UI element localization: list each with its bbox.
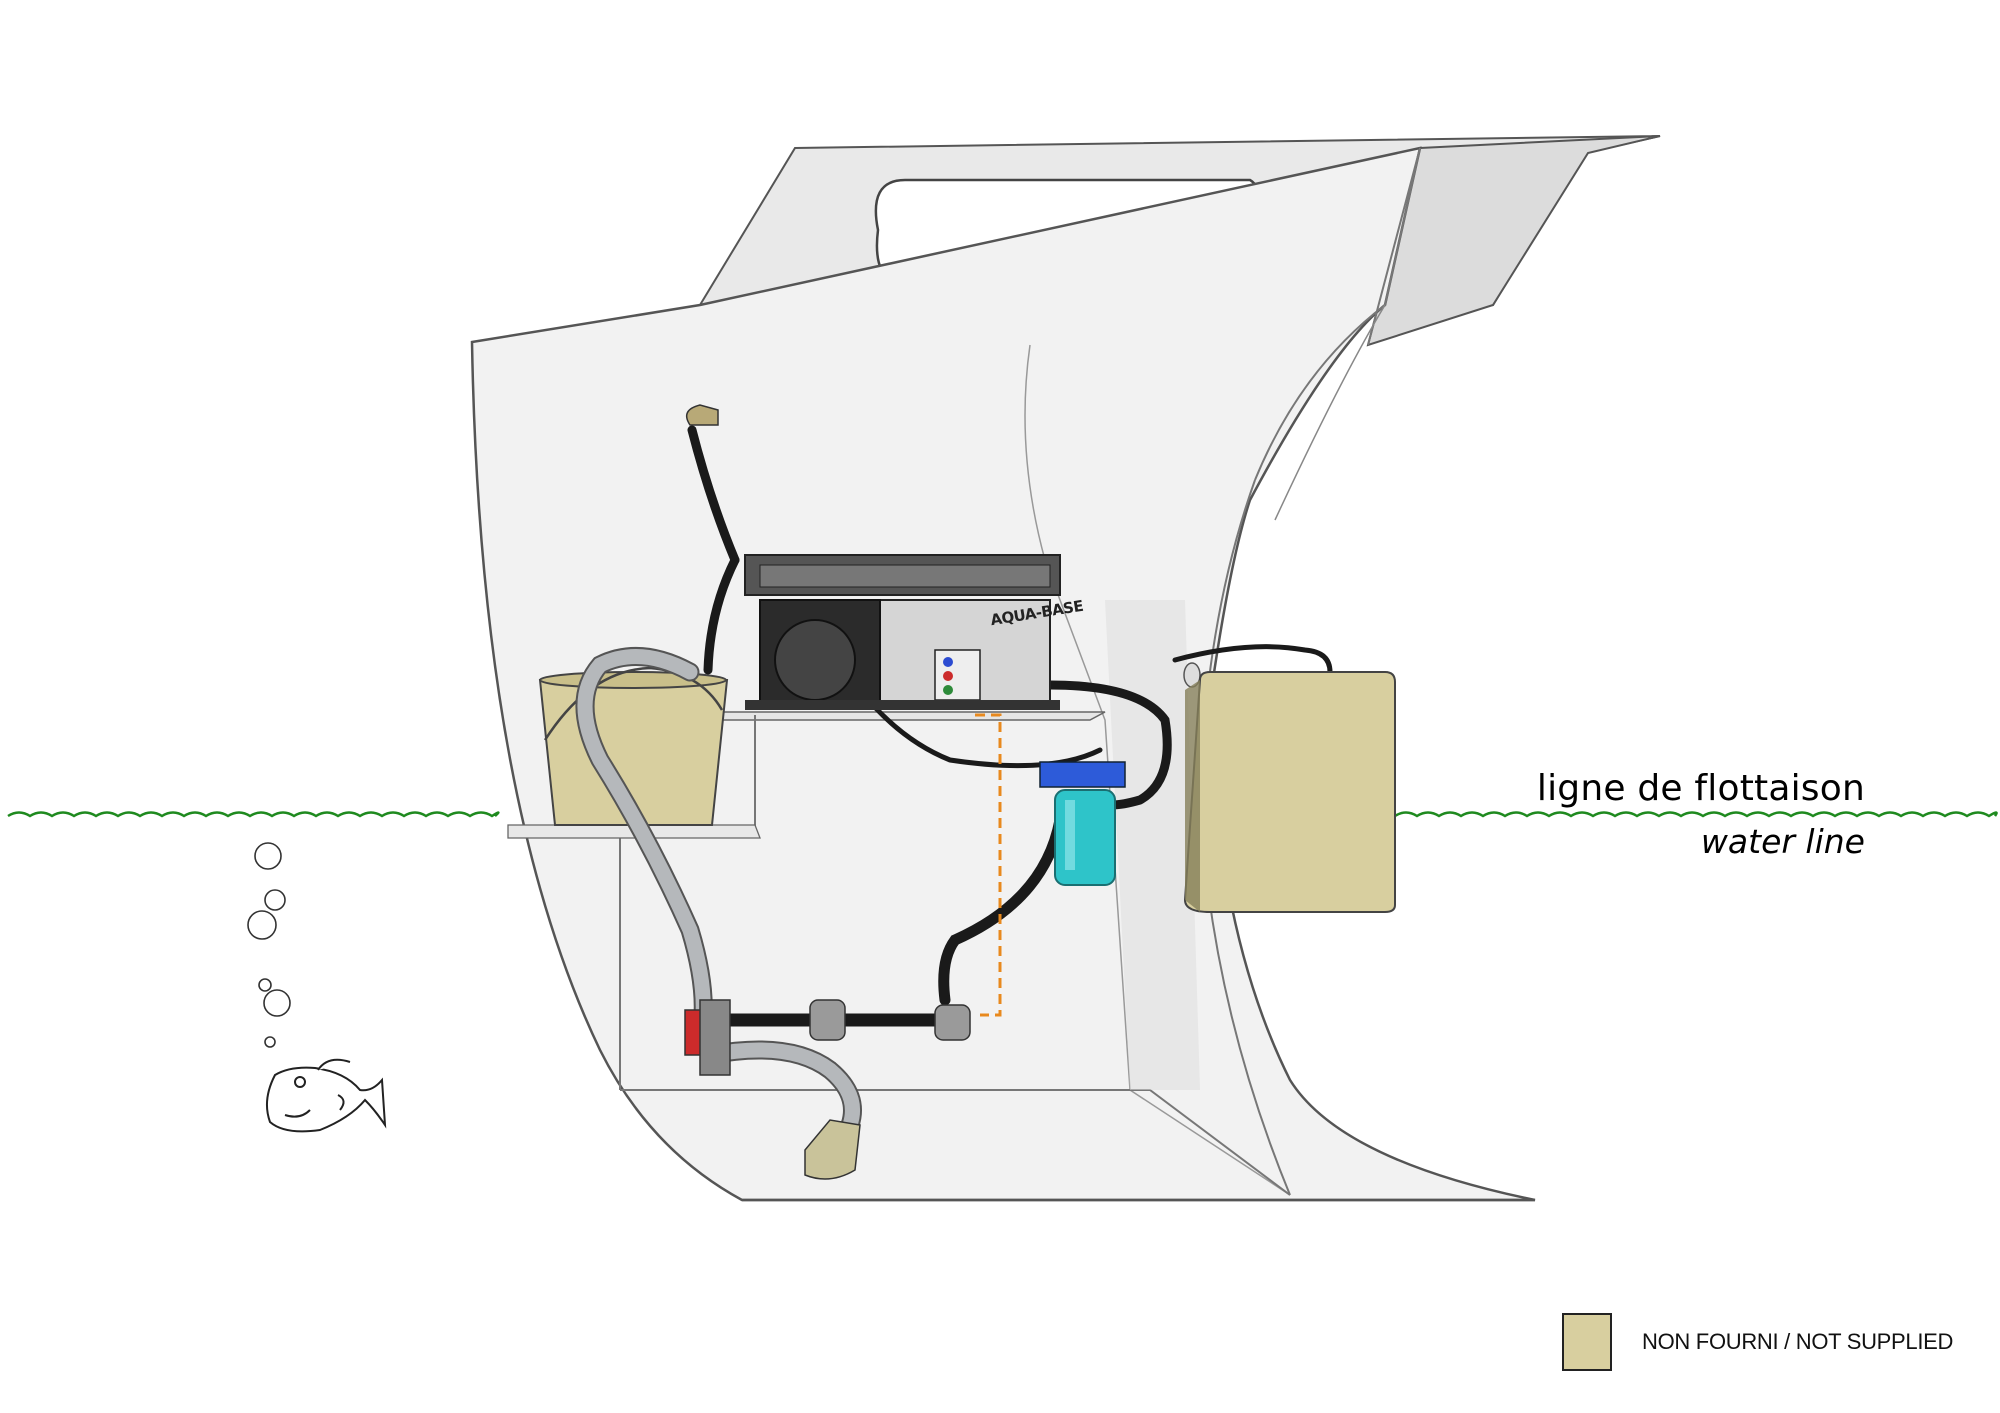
legend: NON FOURNI / NOT SUPPLIED — [1562, 1312, 1953, 1372]
waterline-label-fr: ligne de flottaison — [1536, 768, 1865, 809]
bubbles-icon — [247, 842, 291, 1048]
valve-icon — [684, 404, 971, 1180]
tank-icon — [1183, 671, 1396, 913]
watermaker-unit-icon — [744, 554, 1061, 710]
legend-swatch — [1562, 1313, 1612, 1371]
prefilter-icon — [1039, 761, 1126, 886]
waterline — [7, 811, 1998, 818]
intake-hose — [575, 647, 862, 1135]
waterline-label-en: water line — [1700, 822, 1865, 861]
fish-icon — [265, 1058, 387, 1133]
legend-label: NON FOURNI / NOT SUPPLIED — [1642, 1329, 1954, 1354]
